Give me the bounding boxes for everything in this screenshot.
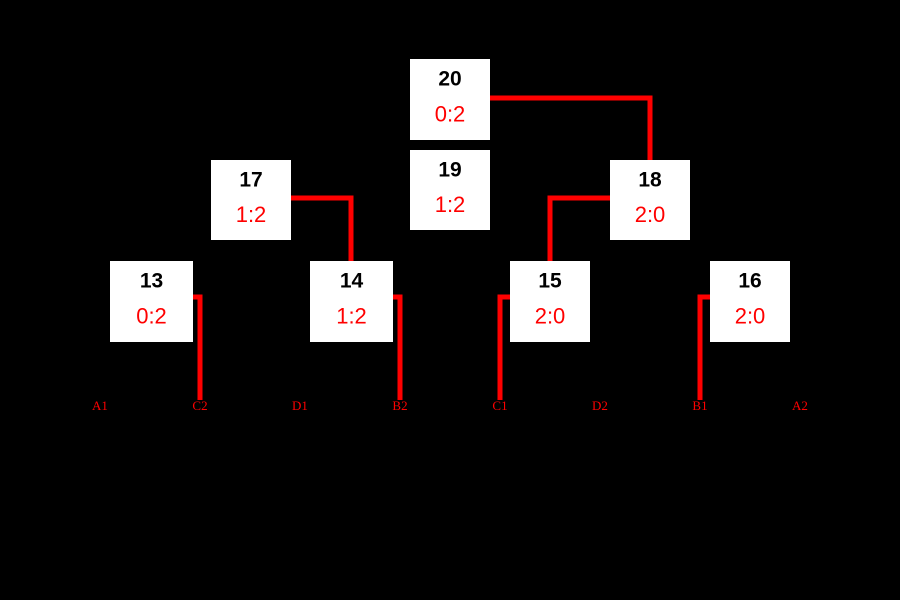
match-box-background bbox=[510, 261, 590, 342]
match-number: 20 bbox=[438, 68, 461, 91]
match-box[interactable]: 200:2 bbox=[410, 59, 490, 140]
match-box-background bbox=[211, 160, 291, 240]
connector-line bbox=[697, 294, 710, 400]
match-box[interactable]: 130:2 bbox=[110, 261, 193, 342]
seed-label-a2: A2 bbox=[792, 398, 808, 413]
match-box[interactable]: 171:2 bbox=[211, 160, 291, 240]
match-score: 1:2 bbox=[435, 192, 466, 217]
seed-label-b2: B2 bbox=[392, 398, 407, 413]
seed-label-layer: A1 C2 D1 B2 C1 D2 B1 A2 bbox=[92, 398, 808, 413]
connector-line bbox=[497, 294, 510, 400]
connector-line bbox=[490, 95, 653, 160]
match-box[interactable]: 182:0 bbox=[610, 160, 690, 240]
connector-line bbox=[547, 195, 610, 261]
match-box-background bbox=[610, 160, 690, 240]
match-box-background bbox=[410, 150, 490, 230]
match-box[interactable]: 152:0 bbox=[510, 261, 590, 342]
connector-line bbox=[193, 294, 203, 400]
connector-line bbox=[291, 195, 354, 261]
seed-label-c2: C2 bbox=[192, 398, 207, 413]
match-box-background bbox=[110, 261, 193, 342]
seed-label-c1: C1 bbox=[492, 398, 507, 413]
seed-label-a1: A1 bbox=[92, 398, 108, 413]
match-number: 18 bbox=[638, 168, 662, 191]
match-number: 17 bbox=[239, 168, 262, 191]
match-box[interactable]: 191:2 bbox=[410, 150, 490, 230]
match-score: 0:2 bbox=[136, 304, 167, 329]
seed-label-b1: B1 bbox=[692, 398, 707, 413]
match-number: 16 bbox=[738, 270, 761, 293]
match-box-background bbox=[310, 261, 393, 342]
match-score: 2:0 bbox=[735, 304, 766, 329]
match-number: 19 bbox=[438, 158, 461, 181]
match-box-background bbox=[410, 59, 490, 140]
match-score: 2:0 bbox=[635, 202, 666, 227]
match-number: 15 bbox=[538, 270, 562, 293]
match-box-background bbox=[710, 261, 790, 342]
connector-layer bbox=[193, 95, 710, 400]
match-number: 14 bbox=[340, 270, 364, 293]
match-score: 1:2 bbox=[236, 202, 267, 227]
seed-label-d2: D2 bbox=[592, 398, 608, 413]
match-number: 13 bbox=[140, 270, 163, 293]
match-score: 2:0 bbox=[535, 304, 566, 329]
match-box[interactable]: 162:0 bbox=[710, 261, 790, 342]
seed-label-d1: D1 bbox=[292, 398, 308, 413]
match-box[interactable]: 141:2 bbox=[310, 261, 393, 342]
match-score: 1:2 bbox=[336, 304, 367, 329]
connector-line bbox=[393, 294, 403, 400]
match-score: 0:2 bbox=[435, 102, 466, 127]
